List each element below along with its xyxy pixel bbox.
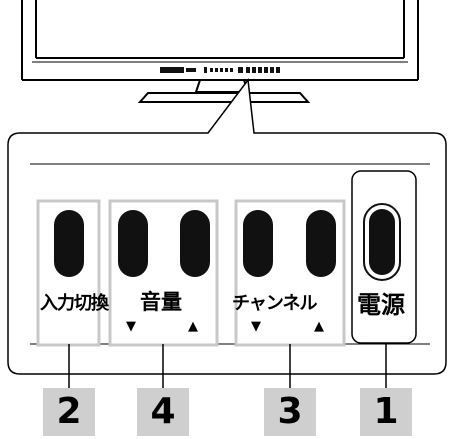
channel-up-button[interactable]: [306, 210, 336, 277]
power-button[interactable]: [369, 209, 395, 275]
volume-down-arrow: ▼: [126, 319, 136, 334]
input-switch-label: 入力切換: [40, 293, 109, 314]
channel-down-button[interactable]: [243, 210, 273, 277]
callout-number-1: 1: [360, 388, 412, 436]
callout-number-4: 4: [137, 388, 189, 436]
volume-label: 音量: [140, 290, 182, 314]
callout-number-2: 2: [43, 388, 95, 436]
power-label: 電源: [357, 291, 405, 319]
channel-up-arrow: ▲: [314, 319, 324, 334]
volume-down-button[interactable]: [118, 210, 148, 277]
channel-label: チャンネル: [232, 293, 317, 314]
tv-set: [21, 0, 419, 103]
channel-down-arrow: ▼: [251, 319, 261, 334]
callout-number-3: 3: [264, 388, 316, 436]
volume-up-arrow: ▲: [188, 319, 198, 334]
input-switch-button[interactable]: [54, 210, 84, 277]
tv-bottom-panel-details: [160, 67, 280, 73]
callout-frame: [7, 78, 447, 375]
volume-up-button[interactable]: [180, 210, 210, 277]
